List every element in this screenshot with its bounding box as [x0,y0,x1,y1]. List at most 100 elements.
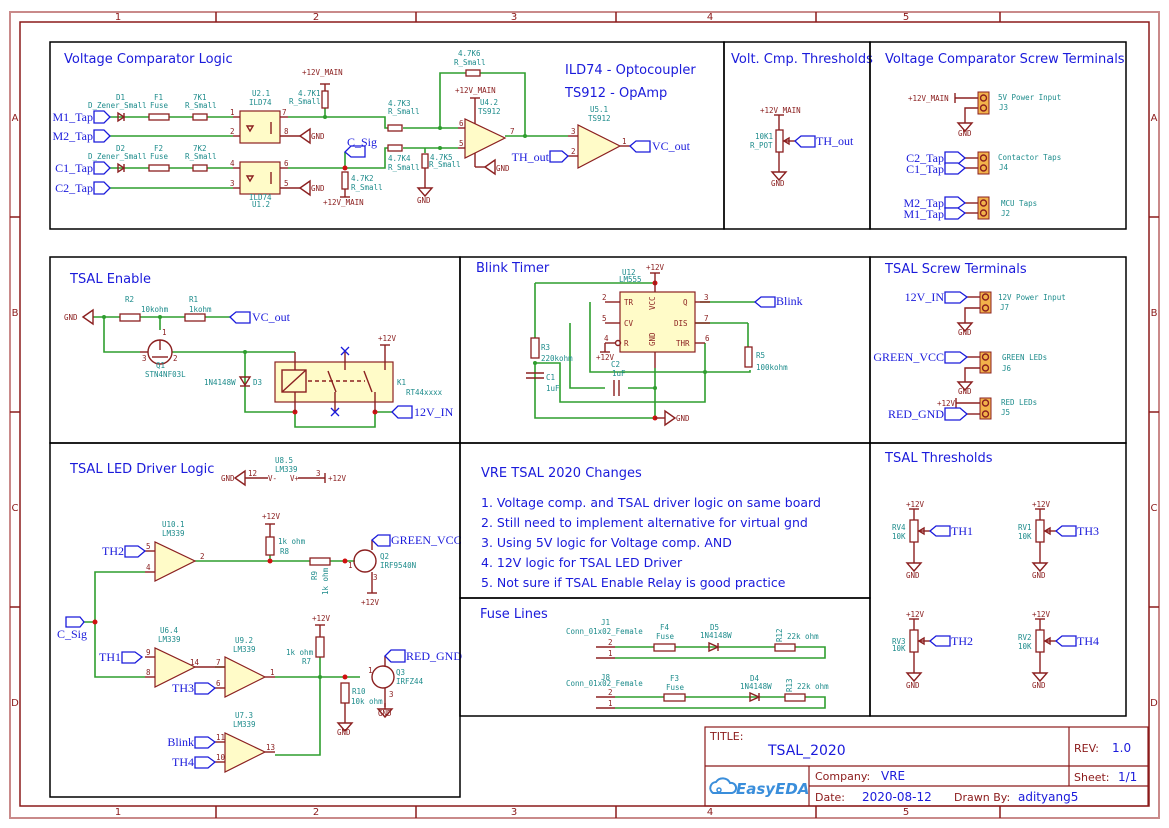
svg-text:RED_GND: RED_GND [888,407,944,421]
svg-text:2: 2 [602,293,607,302]
svg-text:11: 11 [216,733,225,742]
net-port-th2: TH2 [102,544,147,558]
svg-text:C2_Tap: C2_Tap [906,151,944,165]
svg-text:R5: R5 [756,351,765,360]
panel-fuse-lines: Fuse Lines 21 J1 Conn_01x02_Female F4 Fu… [459,597,871,717]
svg-text:R12: R12 [775,628,784,642]
svg-text:1N4148W: 1N4148W [204,378,236,387]
row-label: C [12,503,19,514]
opamp-u5-1: 321 U5.1 TS912 [568,105,630,169]
row-label: D [11,698,19,709]
col-label: 1 [115,12,121,23]
svg-text:3: 3 [571,127,576,136]
svg-text:GND: GND [337,728,351,737]
panel-title: Volt. Cmp. Thresholds [731,52,873,67]
svg-text:RV1: RV1 [1018,523,1032,532]
svg-text:U6.4: U6.4 [160,626,179,635]
svg-text:+12V_MAIN: +12V_MAIN [302,68,343,77]
svg-text:10K: 10K [892,644,906,653]
svg-text:R: R [624,339,629,348]
svg-text:4: 4 [230,159,235,168]
svg-text:+12V_MAIN: +12V_MAIN [455,86,496,95]
potentiometer-rv2: +12V GND RV2 10K TH4 [1018,610,1099,690]
resistor-4-7k4: 4.7K4 R_Small [387,144,420,172]
col-label: 5 [903,12,909,23]
svg-text:7: 7 [510,127,515,136]
resistor-r5: R5 100kohm [744,346,788,372]
panel-tsal-screw-terminals: TSAL Screw Terminals 12V_IN GND 12V Powe… [869,256,1127,444]
drawn-by-value: adityang5 [1018,790,1078,804]
net-port-m1-tap: M1_Tap [53,110,111,124]
rev-value: 1.0 [1112,741,1131,755]
change-item: 2. Still need to implement alternative f… [481,515,808,530]
panel-voltage-comparator-logic: Voltage Comparator Logic ILD74 - Optocou… [49,41,725,230]
panel-title: Voltage Comparator Logic [64,52,233,67]
svg-text:R1: R1 [189,295,198,304]
svg-text:5: 5 [146,542,151,551]
svg-text:1uF: 1uF [612,369,626,378]
svg-text:5: 5 [602,314,607,323]
svg-text:+12V_MAIN: +12V_MAIN [760,106,801,115]
svg-text:+12V: +12V [646,263,665,272]
svg-text:7: 7 [704,314,709,323]
svg-text:6: 6 [216,679,221,688]
svg-text:GND: GND [906,681,920,690]
svg-text:TH4: TH4 [1077,634,1099,648]
svg-text:9: 9 [146,648,151,657]
svg-text:RED_GND: RED_GND [406,649,462,663]
row-label: A [1151,113,1158,124]
svg-text:1N4148W: 1N4148W [700,631,732,640]
net-port-vc-out: VC_out [629,139,691,153]
svg-text:4.7K6: 4.7K6 [458,49,481,58]
svg-text:14: 14 [190,658,200,667]
change-item: 1. Voltage comp. and TSAL driver logic o… [481,495,821,510]
timer-ic-u12: +12V TR CV R VCC GND Q DIS THR U12 LM555… [596,263,710,368]
svg-text:Q: Q [683,298,688,307]
svg-text:10k ohm: 10k ohm [351,697,383,706]
svg-text:3: 3 [230,179,235,188]
svg-text:+12V: +12V [596,353,615,362]
svg-text:R_Small: R_Small [454,58,486,67]
svg-text:J1: J1 [601,618,610,627]
svg-text:2: 2 [200,552,205,561]
net-port-th3: TH3 [172,681,217,695]
svg-text:1N4148W: 1N4148W [740,682,772,691]
column-ruler-bottom: 1 2 3 4 5 [115,806,1001,818]
resistor-7k2: 7K2 R_Small [185,144,217,172]
svg-text:RV2: RV2 [1018,633,1032,642]
svg-text:22k ohm: 22k ohm [787,632,819,641]
svg-text:TH_out: TH_out [816,134,854,148]
svg-text:TS912: TS912 [478,107,501,116]
panel-title: TSAL LED Driver Logic [69,462,214,477]
svg-text:D5: D5 [710,623,719,632]
svg-text:4.7K3: 4.7K3 [388,99,411,108]
svg-text:R_Small: R_Small [289,97,321,106]
panel-changes: VRE TSAL 2020 Changes 1. Voltage comp. a… [459,442,871,599]
comparator-u10-1: 542 U10.1 LM339 [145,520,205,582]
svg-text:Blink: Blink [776,294,803,308]
svg-text:GND: GND [378,709,392,718]
row-ruler-right: A B C D [1149,113,1159,709]
net-port-th-out: TH_out [794,134,854,148]
svg-text:M2_Tap: M2_Tap [53,129,94,143]
resistor-r9: R9 1k ohm [309,557,331,595]
resistor-r7: +12V 1k ohm R7 [286,614,331,666]
svg-text:J4: J4 [999,163,1009,172]
mosfet-q2: 13 +12V Q2 IRF9540N [348,540,416,607]
svg-text:Contactor Taps: Contactor Taps [998,153,1061,162]
svg-text:R2: R2 [125,295,134,304]
net-port-red-gnd: RED_GND [384,649,462,663]
col-label: 4 [707,12,713,23]
screw-terminal-j4: C2_Tap C1_Tap Contactor Taps J4 [906,151,1061,176]
svg-text:Q2: Q2 [380,552,389,561]
svg-text:ILD74: ILD74 [249,193,272,202]
svg-text:Fuse: Fuse [656,632,675,641]
note-opamp: TS912 - OpAmp [564,86,667,101]
svg-text:U5.1: U5.1 [590,105,608,114]
svg-text:LM339: LM339 [233,720,256,729]
cloud-icon [709,777,738,794]
svg-text:7: 7 [282,108,287,117]
optocoupler-u2-1: 12 78 U2.1 ILD74 GND [230,89,325,144]
outer-frame [9,11,1160,819]
